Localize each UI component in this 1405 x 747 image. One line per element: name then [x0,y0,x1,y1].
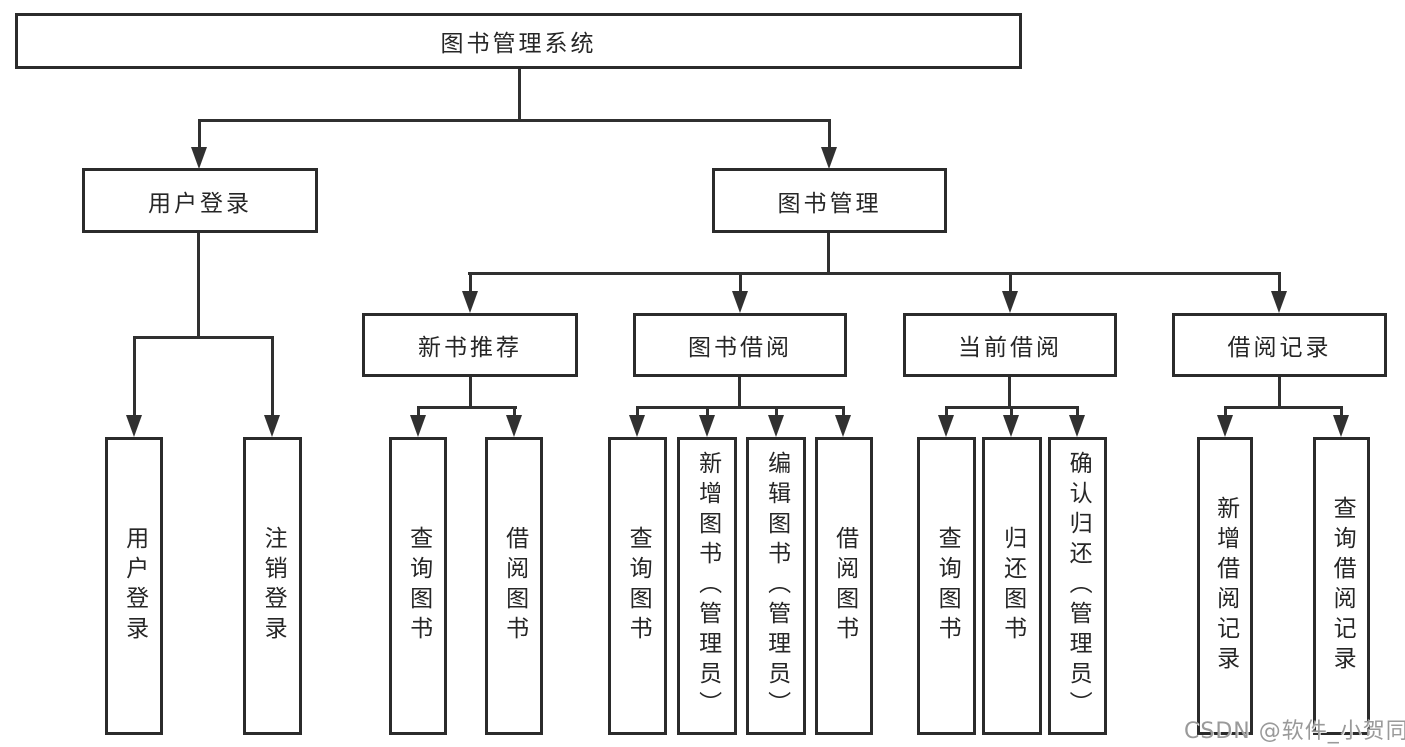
arrow-down-icon [126,415,142,437]
arrow-down-icon [1217,415,1233,437]
node-borrowing-records-label: 借阅记录 [1227,335,1332,361]
connector-line [518,69,521,120]
node-book-borrowing-label: 图书借阅 [688,335,792,361]
connector-line [198,119,201,150]
connector-line [469,272,472,293]
node-current-borrowing: 当前借阅 [903,313,1117,377]
arrow-down-icon [191,147,207,169]
arrow-down-icon [506,415,522,437]
node-user-login-group-label: 用户登录 [148,190,252,217]
arrow-down-icon [835,415,851,437]
connector-line [842,406,845,417]
connector-line [1224,406,1227,417]
connector-line [1009,272,1012,293]
node-leaf-query-books-1: 查询图书 [389,437,447,735]
arrow-down-icon [768,415,784,437]
node-library-system-label: 图书管理系统 [440,31,597,57]
connector-line [636,406,845,409]
connector-line [417,406,517,409]
node-leaf-query-books-3: 查询图书 [917,437,976,735]
connector-line [469,377,472,409]
node-leaf-confirm-return-admin-label: 确认归还（管理员） [1065,451,1092,721]
csdn-watermark: CSDN @软件_小贺同学 [1184,719,1405,744]
node-current-borrowing-label: 当前借阅 [958,335,1062,361]
node-leaf-borrow-books-1: 借阅图书 [485,437,543,735]
arrow-down-icon [938,415,954,437]
node-leaf-user-login: 用户登录 [105,437,163,735]
node-leaf-return-books-label: 归还图书 [999,526,1026,646]
connector-line [198,119,831,122]
node-leaf-query-books-2-label: 查询图书 [625,526,652,646]
node-leaf-add-books-admin-label: 新增图书（管理员） [694,451,721,721]
node-leaf-return-books: 归还图书 [982,437,1042,735]
arrow-down-icon [462,291,478,313]
arrow-down-icon [629,415,645,437]
connector-line [197,233,200,339]
node-leaf-add-borrow-record-label: 新增借阅记录 [1212,496,1239,676]
node-leaf-user-login-label: 用户登录 [121,526,148,646]
arrow-down-icon [1069,415,1085,437]
arrow-down-icon [1333,415,1349,437]
node-leaf-edit-books-admin-label: 编辑图书（管理员） [763,451,790,721]
arrow-down-icon [821,147,837,169]
arrow-down-icon [699,415,715,437]
connector-line [739,272,742,293]
connector-line [133,336,136,417]
node-leaf-add-borrow-record: 新增借阅记录 [1197,437,1253,735]
connector-line [1224,406,1343,409]
connector-line [133,336,274,339]
connector-line [1010,406,1013,417]
node-leaf-add-books-admin: 新增图书（管理员） [677,437,737,735]
node-leaf-confirm-return-admin: 确认归还（管理员） [1048,437,1107,735]
connector-line [1076,406,1079,417]
arrow-down-icon [1002,291,1018,313]
connector-line [775,406,778,417]
connector-line [738,377,741,409]
connector-line [945,406,948,417]
node-user-login-group: 用户登录 [82,168,318,233]
arrow-down-icon [732,291,748,313]
connector-line [1278,377,1281,409]
arrow-down-icon [264,415,280,437]
arrow-down-icon [410,415,426,437]
connector-line [513,406,516,417]
node-leaf-query-borrow-record-label: 查询借阅记录 [1329,496,1356,676]
node-leaf-query-books-3-label: 查询图书 [934,526,961,646]
connector-line [1008,377,1011,409]
arrow-down-icon [1271,291,1287,313]
connector-line [827,233,830,275]
node-leaf-query-borrow-record: 查询借阅记录 [1313,437,1370,735]
node-leaf-query-books-1-label: 查询图书 [405,526,432,646]
node-leaf-query-books-2: 查询图书 [608,437,667,735]
connector-line [1340,406,1343,417]
connector-line [468,272,1281,275]
connector-line [636,406,639,417]
connector-line [271,336,274,417]
node-leaf-edit-books-admin: 编辑图书（管理员） [746,437,806,735]
connector-line [1278,272,1281,293]
node-leaf-logout-label: 注销登录 [260,526,287,646]
node-book-management-label: 图书管理 [777,190,882,217]
connector-line [417,406,420,417]
node-leaf-borrow-books-2: 借阅图书 [815,437,873,735]
node-book-management: 图书管理 [712,168,947,233]
node-leaf-borrow-books-1-label: 借阅图书 [501,526,528,646]
connector-line [828,119,831,150]
node-leaf-logout: 注销登录 [243,437,302,735]
connector-line [706,406,709,417]
node-leaf-borrow-books-2-label: 借阅图书 [831,526,858,646]
node-new-book-recommend: 新书推荐 [362,313,578,377]
arrow-down-icon [1003,415,1019,437]
node-book-borrowing: 图书借阅 [633,313,847,377]
node-borrowing-records: 借阅记录 [1172,313,1387,377]
node-library-system: 图书管理系统 [15,13,1022,69]
node-new-book-recommend-label: 新书推荐 [418,335,522,361]
